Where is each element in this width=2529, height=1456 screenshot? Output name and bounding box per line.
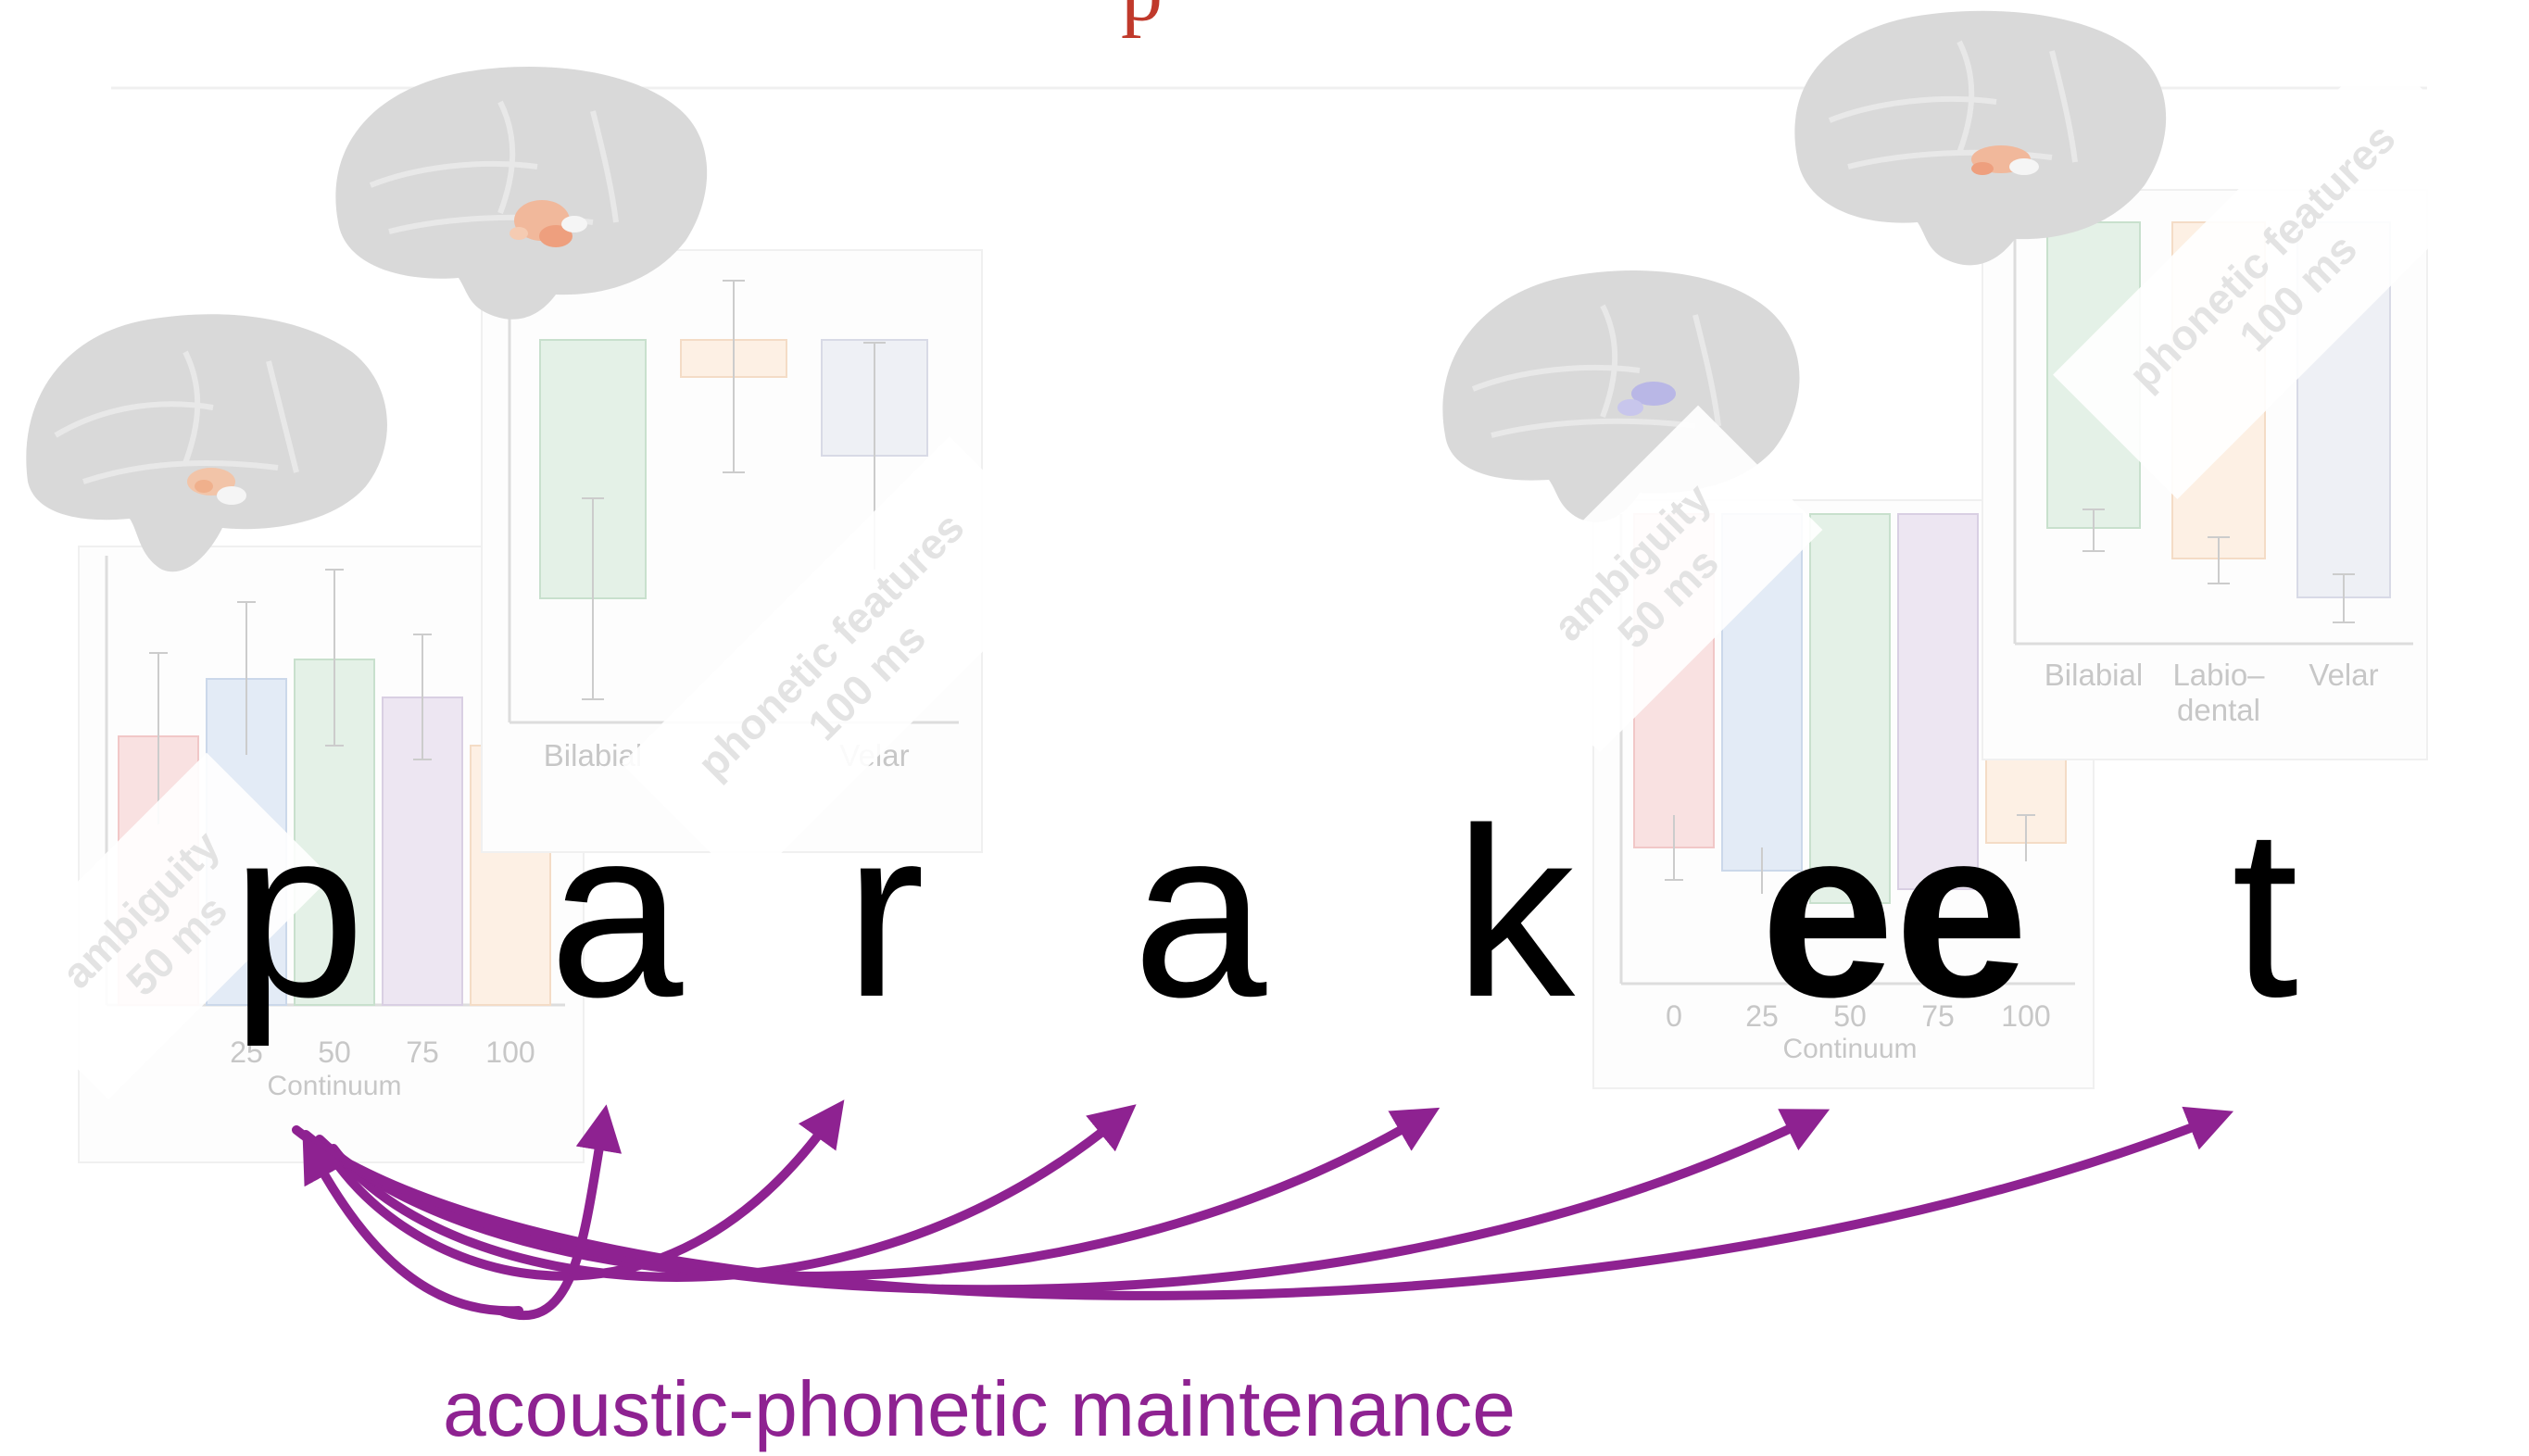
tick-label: dental xyxy=(2177,693,2260,727)
tick-label: Velar xyxy=(2309,658,2378,692)
tick-label: 25 xyxy=(1745,999,1779,1033)
tick-label: Labio– xyxy=(2172,658,2265,692)
bar xyxy=(1809,513,1891,904)
maintenance-arrows xyxy=(292,1099,2234,1321)
tick-label: 75 xyxy=(406,1036,439,1069)
badge-ambiguity-left: ambiguity 50 ms xyxy=(0,752,332,1100)
brain-image-left-lower xyxy=(26,314,387,572)
letter-ee-emphasized: ee xyxy=(1760,779,2028,1048)
bar xyxy=(294,659,375,1006)
arrow-to-a2 xyxy=(329,1104,1137,1282)
axis-label: Continuum xyxy=(267,1071,401,1101)
tick-label: 50 xyxy=(1833,999,1867,1033)
tick-label: 100 xyxy=(2001,999,2050,1033)
tick-label: Bilabial xyxy=(2045,658,2143,692)
letter-a: a xyxy=(549,779,685,1048)
letter-a: a xyxy=(1133,779,1268,1048)
brain-image-left-upper xyxy=(335,67,708,320)
brain-image-right-upper xyxy=(1794,10,2167,266)
letter-t: t xyxy=(2232,779,2299,1048)
tick-label: 50 xyxy=(318,1036,351,1069)
letter-r: r xyxy=(845,779,925,1048)
bar xyxy=(1897,513,1979,890)
letter-k: k xyxy=(1454,779,1579,1048)
tick-label: 100 xyxy=(485,1036,535,1069)
title-fragment: p xyxy=(1121,0,1163,39)
arrow-to-t xyxy=(292,1106,2234,1300)
tick-label: 75 xyxy=(1921,999,1955,1033)
letter-p: p xyxy=(232,779,366,1048)
tick-label: 0 xyxy=(1666,999,1682,1033)
word-parakeet: p a r a k ee t xyxy=(232,779,2299,1048)
arrow-to-r xyxy=(320,1099,845,1281)
caption-label: acoustic-phonetic maintenance xyxy=(443,1365,1516,1452)
tick-label: 25 xyxy=(230,1036,263,1069)
arrow-to-p xyxy=(302,1135,523,1316)
axis-label: Continuum xyxy=(1782,1034,1917,1064)
